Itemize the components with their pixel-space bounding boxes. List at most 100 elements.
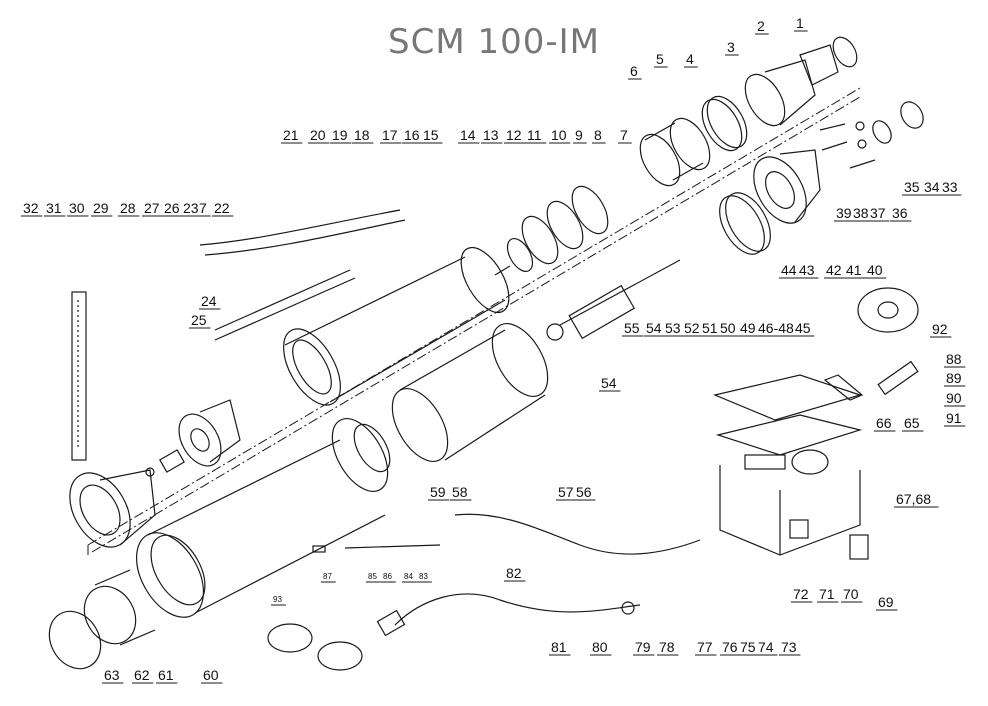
callout-c41: 41 [846, 262, 862, 278]
callout-c51: 51 [702, 320, 718, 336]
callout-c54b: 54 [601, 375, 617, 391]
callout-c78: 78 [659, 639, 675, 655]
part-wires-83-87 [312, 544, 441, 553]
callout-c77: 77 [697, 639, 713, 655]
callout-c73: 73 [781, 639, 797, 655]
part-cable-guard-21 [199, 209, 406, 341]
callout-c1: 1 [796, 15, 804, 31]
callout-c12: 12 [506, 127, 522, 143]
part-bracket-65-66 [823, 374, 864, 401]
part-outer-tube-60 [135, 439, 386, 618]
callout-c37: 37 [870, 205, 886, 221]
part-impeller-26 [178, 399, 241, 467]
callout-c85: 85 [368, 572, 377, 581]
part-impellers-11-13 [506, 185, 609, 272]
callout-c25: 25 [191, 312, 207, 328]
part-o-rings-4-5 [701, 95, 748, 152]
callout-c74: 74 [758, 639, 774, 655]
callout-c26: 26 [164, 200, 180, 216]
callout-c13: 13 [483, 127, 499, 143]
callout-c60: 60 [203, 667, 219, 683]
part-top-cap-3 [744, 59, 816, 127]
part-pump-housing-6 [639, 117, 711, 187]
callout-c22: 22 [214, 200, 230, 216]
part-cable-82 [454, 513, 701, 555]
callout-c89: 89 [946, 370, 962, 386]
callout-c3: 3 [727, 39, 735, 55]
callout-c49: 49 [740, 320, 756, 336]
callout-c71: 71 [819, 586, 835, 602]
callout-c69: 69 [878, 594, 894, 610]
part-washer-92 [857, 287, 919, 333]
part-cable-81 [376, 593, 641, 637]
callout-c50: 50 [720, 320, 736, 336]
callout-c54: 54 [646, 320, 662, 336]
callout-c36: 36 [892, 205, 908, 221]
callout-c66: 66 [876, 415, 892, 431]
callout-c8: 8 [594, 127, 602, 143]
callout-c90: 90 [946, 390, 962, 406]
callout-c19: 19 [332, 127, 348, 143]
callout-c70: 70 [843, 586, 859, 602]
callout-c7b: 7 [199, 200, 207, 216]
diagram-title: SCM 100-IM [388, 22, 600, 62]
part-motor-sleeve-16 [283, 246, 510, 406]
callout-c87: 87 [323, 572, 332, 581]
callout-c4: 4 [686, 51, 694, 67]
part-end-cap-29 [69, 469, 156, 548]
part-o-rings-45 [719, 192, 771, 255]
callout-c9: 9 [575, 127, 583, 143]
callout-c65: 65 [904, 415, 920, 431]
callout-c21: 21 [283, 127, 299, 143]
callout-c63: 63 [104, 667, 120, 683]
callout-c29: 29 [93, 200, 109, 216]
part-o-rings-93 [267, 623, 363, 671]
callout-c82: 82 [506, 565, 522, 581]
callout-c43: 43 [799, 262, 815, 278]
part-motor-housing-58-59 [331, 418, 391, 492]
callout-c5: 5 [656, 51, 664, 67]
callout-labels: 1234567891011121314151617181920212272324… [21, 15, 966, 684]
callout-c59: 59 [430, 484, 446, 500]
callout-c76: 76 [722, 639, 738, 655]
callout-c81: 81 [551, 639, 567, 655]
callout-c72: 72 [793, 586, 809, 602]
callout-c62: 62 [134, 667, 150, 683]
callout-c93: 93 [273, 595, 282, 604]
callout-c53: 53 [665, 320, 681, 336]
part-bushing-27-28 [145, 449, 185, 477]
callout-c75: 75 [740, 639, 756, 655]
callout-c91: 91 [946, 410, 962, 426]
callout-c6768: 67,68 [896, 491, 931, 507]
callout-c83: 83 [419, 572, 428, 581]
callout-c6: 6 [630, 63, 638, 79]
callout-c58: 58 [452, 484, 468, 500]
callout-c30: 30 [69, 200, 85, 216]
callout-c7: 7 [620, 127, 628, 143]
callout-c16: 16 [404, 127, 420, 143]
part-rotor-shaft-55 [546, 259, 681, 341]
part-bottom-cap-61-63 [48, 569, 156, 670]
callout-c14: 14 [460, 127, 476, 143]
callout-c32: 32 [23, 200, 39, 216]
callout-c24: 24 [201, 293, 217, 309]
part-rings-33-35 [872, 101, 924, 144]
callout-c38: 38 [853, 205, 869, 221]
callout-c27: 27 [144, 200, 160, 216]
callout-c18: 18 [354, 127, 370, 143]
part-motor-flange-40-43 [753, 149, 821, 224]
callout-c11: 11 [527, 127, 542, 143]
part-capacitor-88-91 [877, 360, 919, 396]
callout-c80: 80 [592, 639, 608, 655]
assembly-axis [87, 87, 861, 555]
callout-c17: 17 [382, 127, 398, 143]
callout-c84: 84 [404, 572, 413, 581]
callout-c15: 15 [423, 127, 439, 143]
callout-c39: 39 [836, 205, 852, 221]
callout-c4648: 46-48 [758, 320, 794, 336]
callout-c45: 45 [795, 320, 811, 336]
part-strip-30 [71, 291, 87, 461]
callout-c57: 57 [558, 484, 574, 500]
callout-c86: 86 [383, 572, 392, 581]
